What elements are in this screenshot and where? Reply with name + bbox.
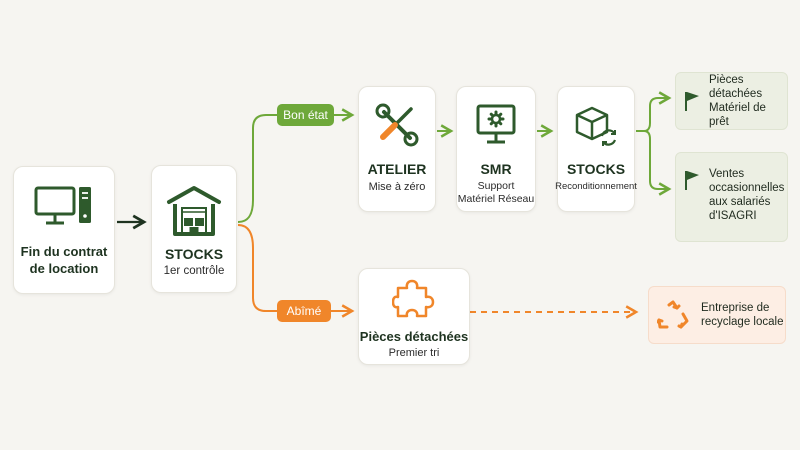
wrench-screwdriver-icon [375, 103, 419, 147]
stocks-recond-subtitle: Reconditionnement [555, 181, 637, 192]
flag-icon [685, 92, 699, 111]
stocks-first-check-node: STOCKS 1er contrôle [151, 165, 237, 293]
end-contract-node: Fin du contrat de location [13, 166, 115, 294]
stocks-first-title: STOCKS [164, 246, 224, 262]
smr-subtitle-2: Matériel Réseau [457, 193, 535, 205]
stocks-first-subtitle: 1er contrôle [163, 265, 225, 277]
destination-sales-line-1: Ventes [709, 168, 745, 180]
smr-title: SMR [480, 161, 512, 177]
destination-loan-line-2: Matériel de prêt [709, 102, 766, 128]
stocks-recond-title: STOCKS [566, 161, 626, 177]
branch-good-line [237, 108, 355, 223]
destination-recycling: Entreprise de recyclage locale [648, 286, 786, 344]
destination-sales-line-4: d'ISAGRI [709, 210, 757, 222]
smr-node: SMR Support Matériel Réseau [456, 86, 536, 212]
box-refresh-icon [575, 106, 617, 146]
branch-good-label: Bon état [277, 104, 334, 126]
end-contract-title-2: de location [29, 261, 99, 276]
warehouse-icon [167, 186, 221, 236]
destination-employee-sales: Ventes occasionnelles aux salariés d'ISA… [675, 152, 788, 242]
spare-parts-title: Pièces détachées [359, 329, 469, 344]
stocks-recond-node: STOCKS Reconditionnement [555, 86, 637, 212]
spare-parts-node: Pièces détachées Premier tri [358, 268, 470, 365]
atelier-node: ATELIER Mise à zéro [358, 86, 436, 212]
flag-icon [685, 171, 699, 190]
recycle-icon [657, 300, 689, 329]
destination-recycling-line-2: recyclage locale [701, 316, 784, 328]
destination-sales-line-2: occasionnelles [709, 182, 785, 194]
destination-recycling-line-1: Entreprise de [701, 302, 770, 314]
atelier-title: ATELIER [367, 161, 427, 177]
destination-loan: Pièces détachées Matériel de prêt [675, 72, 788, 130]
destination-sales-line-3: aux salariés [709, 196, 771, 208]
smr-subtitle-1: Support [477, 180, 515, 192]
branch-damaged-label: Abîmé [277, 300, 331, 322]
spare-parts-subtitle: Premier tri [388, 347, 440, 359]
atelier-subtitle: Mise à zéro [368, 181, 426, 193]
puzzle-piece-icon [392, 279, 435, 318]
destination-loan-line-1: Pièces détachées [709, 74, 763, 100]
desktop-computer-icon [34, 186, 91, 225]
end-contract-title-1: Fin du contrat [20, 244, 108, 259]
monitor-gear-icon [476, 104, 516, 144]
branch-damaged-line [237, 224, 355, 318]
split-to-destinations [636, 91, 672, 132]
